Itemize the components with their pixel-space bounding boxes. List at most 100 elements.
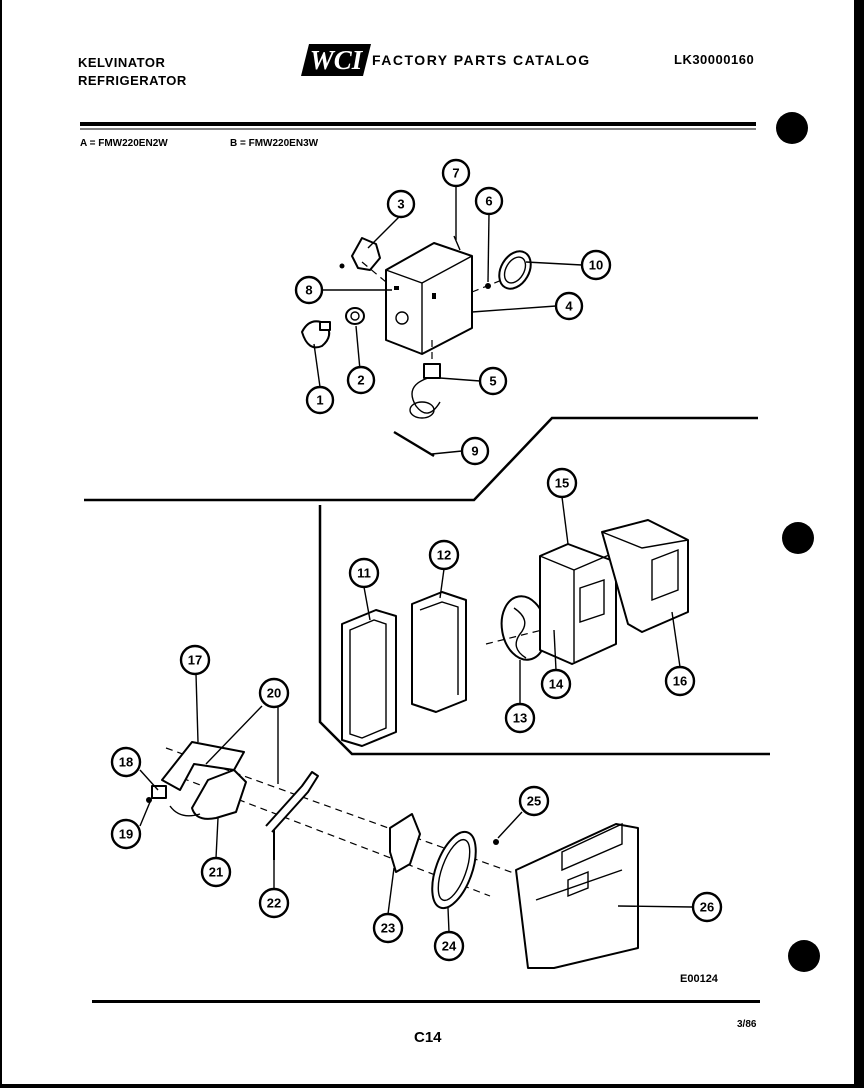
leader-15 xyxy=(561,496,569,545)
callout-5-label: 5 xyxy=(489,374,496,389)
callout-6: 6 xyxy=(474,186,504,216)
middle-subassembly xyxy=(341,519,689,747)
callout-16-label: 16 xyxy=(673,674,687,689)
callout-19-label: 19 xyxy=(119,827,133,842)
callout-3: 3 xyxy=(386,189,416,219)
gasket-ring xyxy=(431,830,477,910)
revision-date: 3/86 xyxy=(737,1019,757,1030)
callout-20: 20 xyxy=(258,677,290,709)
leader-12 xyxy=(439,568,445,599)
dispenser-front xyxy=(515,823,639,969)
callout-15-label: 15 xyxy=(555,476,569,491)
paddle-part xyxy=(389,813,421,873)
screw-part xyxy=(493,839,499,845)
leader-19 xyxy=(139,801,151,827)
callout-24-label: 24 xyxy=(442,939,457,954)
leader-2 xyxy=(355,325,361,371)
callout-23: 23 xyxy=(372,912,404,944)
dispenser-edge xyxy=(535,869,623,901)
callout-17-label: 17 xyxy=(188,653,202,668)
callout-18-label: 18 xyxy=(119,755,133,770)
connector-part xyxy=(151,785,167,799)
lever-part xyxy=(265,771,319,833)
callout-9-label: 9 xyxy=(471,444,478,459)
header-rule xyxy=(80,122,756,126)
callout-7-label: 7 xyxy=(452,166,459,181)
callout-26-label: 26 xyxy=(700,900,714,915)
leader-20a xyxy=(205,705,263,765)
binder-hole-middle xyxy=(782,522,814,554)
switch-wire xyxy=(169,805,201,817)
leader-3 xyxy=(367,215,401,249)
callout-18: 18 xyxy=(110,746,142,778)
leader-5 xyxy=(439,377,481,382)
model-a: A = FMW220EN2W xyxy=(80,138,168,149)
callout-13-label: 13 xyxy=(513,711,527,726)
clip-screw xyxy=(339,263,345,269)
callout-10-label: 10 xyxy=(589,258,603,273)
page-number: C14 xyxy=(414,1029,442,1046)
callout-21-label: 21 xyxy=(209,865,223,880)
model-b: B = FMW220EN3W xyxy=(230,138,319,149)
callout-12: 12 xyxy=(428,539,460,571)
callout-6-label: 6 xyxy=(485,194,492,209)
housing-slot xyxy=(394,286,399,290)
callout-4-label: 4 xyxy=(565,299,573,314)
tray-inner xyxy=(419,601,459,695)
callout-14-label: 14 xyxy=(549,677,564,692)
rod-part xyxy=(393,430,435,458)
callout-13: 13 xyxy=(504,702,536,734)
catalog-number: LK30000160 xyxy=(674,52,755,67)
callout-17: 17 xyxy=(179,644,211,676)
binder-hole-top xyxy=(776,112,808,144)
gasket-ring-inner xyxy=(437,838,471,902)
leader-21 xyxy=(215,817,219,859)
wire-coil xyxy=(409,401,435,419)
callout-9: 9 xyxy=(460,436,490,466)
callout-5: 5 xyxy=(478,366,508,396)
callout-21: 21 xyxy=(200,856,232,888)
fan-blade-vane xyxy=(513,607,527,659)
brand-name: KELVINATOR xyxy=(78,55,166,70)
callout-11: 11 xyxy=(348,557,380,589)
callout-14: 14 xyxy=(540,668,572,700)
leader-1 xyxy=(313,343,321,388)
leader-4 xyxy=(471,305,557,313)
callout-15: 15 xyxy=(546,467,578,499)
callout-2: 2 xyxy=(346,365,376,395)
leader-18 xyxy=(139,769,159,791)
bottom-assembly xyxy=(146,741,639,969)
leader-11 xyxy=(363,586,371,621)
callout-23-label: 23 xyxy=(381,921,395,936)
guide-line xyxy=(485,629,543,645)
frame-inner xyxy=(349,619,387,739)
leader-10 xyxy=(525,261,583,266)
callout-11-label: 11 xyxy=(357,566,371,581)
leader-23 xyxy=(387,867,395,915)
housing-tab xyxy=(453,235,461,251)
cover-part xyxy=(601,519,689,633)
footer-rule xyxy=(92,1000,760,1003)
lamp-socket-inner xyxy=(350,311,360,321)
leader-25 xyxy=(497,811,523,839)
callout-1: 1 xyxy=(305,385,335,415)
callout-24: 24 xyxy=(433,930,465,962)
callout-4: 4 xyxy=(554,291,584,321)
callout-19: 19 xyxy=(110,818,142,850)
callout-26: 26 xyxy=(691,891,723,923)
housing-box xyxy=(385,242,473,355)
subassembly-frame xyxy=(318,505,770,756)
callout-10: 10 xyxy=(580,249,612,281)
frame-part xyxy=(341,609,397,747)
callout-16: 16 xyxy=(664,665,696,697)
seal-ring-inner xyxy=(503,256,527,284)
leader-6 xyxy=(487,213,490,283)
leader-24 xyxy=(447,907,450,933)
lamp-base xyxy=(319,321,331,331)
dispenser-grille xyxy=(561,822,623,872)
top-assembly xyxy=(301,235,532,458)
wire-harness xyxy=(411,377,441,414)
guide-line xyxy=(471,279,503,293)
